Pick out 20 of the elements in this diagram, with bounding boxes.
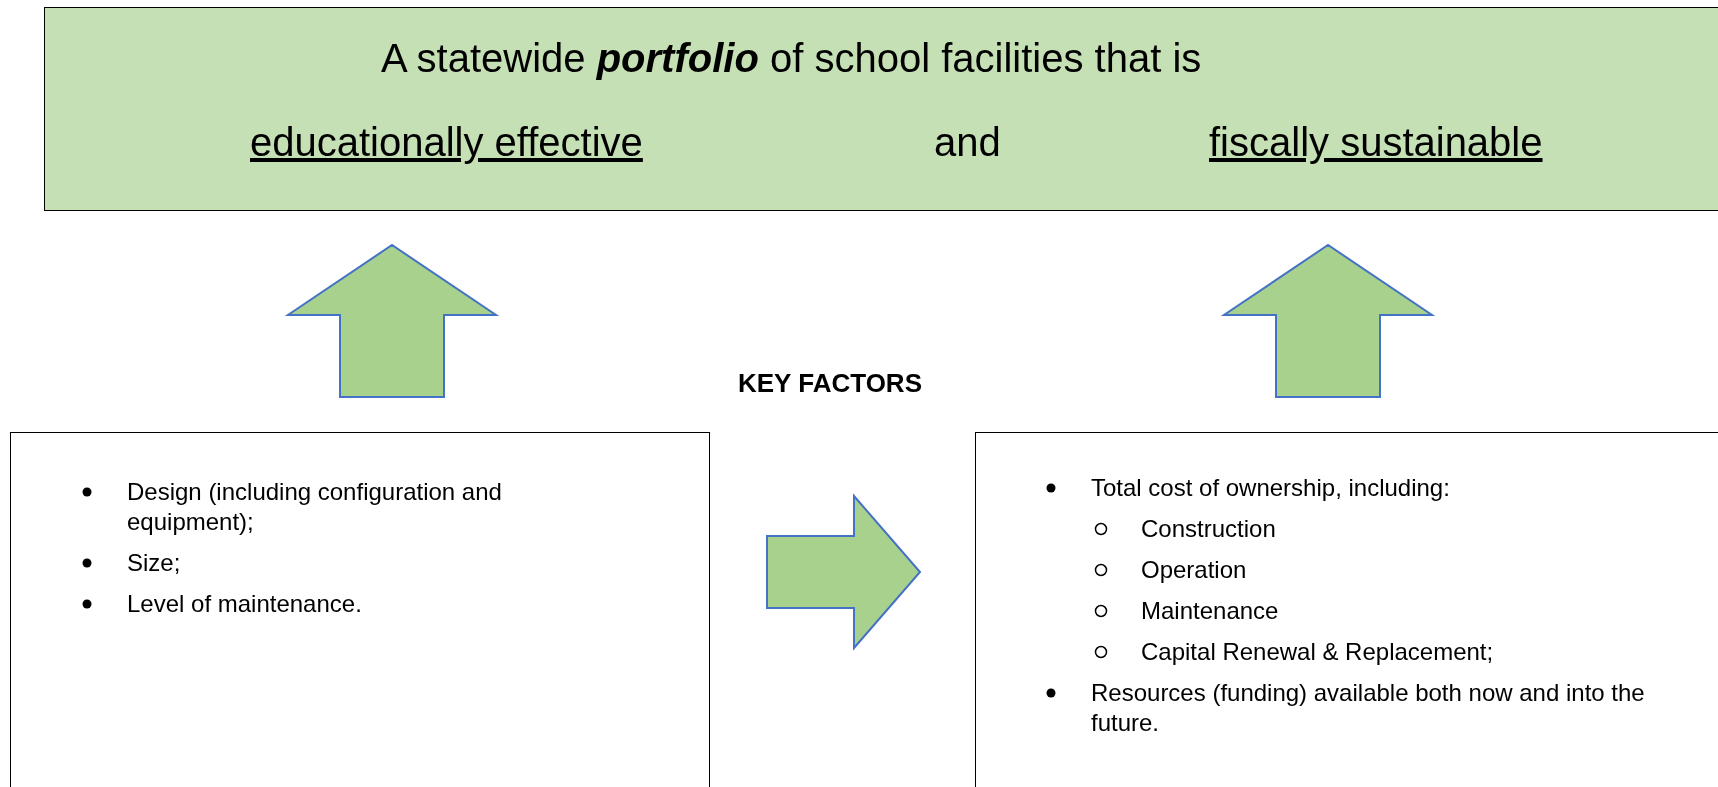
block-arrow [1220, 243, 1436, 398]
list-item: Operation [1141, 555, 1248, 585]
goal-banner [44, 7, 1718, 211]
goal-text: fiscally sustainable [1209, 120, 1543, 165]
heading-text: A statewide portfolio of school facilities that is [381, 36, 1202, 81]
list-item: Resources (funding) available both now and into the future. [1091, 678, 1646, 738]
section-heading: KEY FACTORS [738, 368, 922, 399]
list-item: Maintenance [1141, 596, 1280, 626]
block-arrow [766, 493, 922, 651]
goal-text: educationally effective [250, 120, 643, 165]
list-item: Design (including configuration and equipment); [127, 477, 503, 537]
list-item: Construction [1141, 514, 1277, 544]
list-item: Capital Renewal & Replacement; [1141, 637, 1495, 667]
list-item: Level of maintenance. [127, 589, 363, 619]
factor-box [975, 432, 1718, 787]
block-arrow [284, 243, 500, 398]
list-item: Size; [127, 548, 182, 578]
list-item: Total cost of ownership, including: [1091, 473, 1451, 503]
connector-text: and [934, 120, 1001, 165]
factor-box [10, 432, 710, 787]
